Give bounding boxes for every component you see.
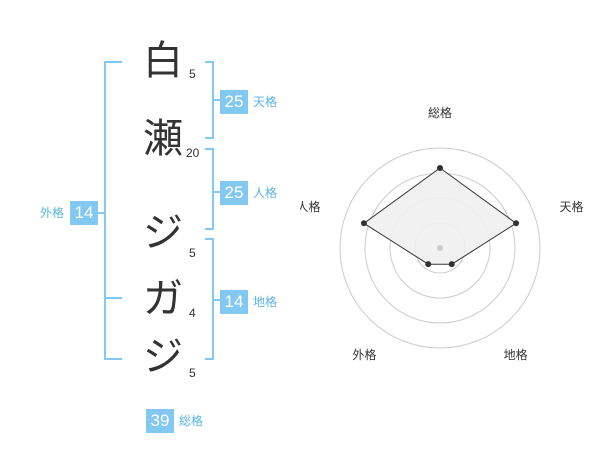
stroke-count-2: 20	[186, 146, 200, 160]
radar-point	[437, 165, 443, 171]
tenkaku-bracket-tick	[214, 99, 220, 101]
radar-axis-label-jinkaku: 人格	[300, 199, 321, 214]
radar-ring	[339, 147, 541, 349]
radar-polygon	[363, 167, 517, 265]
radar-axis-label-tenkaku: 天格	[560, 199, 584, 214]
stroke-count-3: 5	[189, 246, 196, 260]
name-panel: 白 瀬 ジ ガ ジ 5 20 5 4 5 25 天格 25 人格 14 地格 外…	[40, 38, 278, 433]
jinkaku-value-badge: 25	[220, 181, 248, 205]
stroke-count-4: 4	[189, 306, 196, 320]
chikaku-bracket	[205, 238, 214, 360]
stroke-count-1: 5	[189, 67, 196, 81]
radar-point	[360, 220, 367, 227]
jinkaku-bracket-tick	[214, 191, 220, 193]
radar-axis-label-soukaku: 総格	[428, 105, 452, 120]
radar-center-dot	[437, 245, 443, 251]
radar-point	[513, 220, 520, 227]
stroke-count-5: 5	[189, 366, 196, 380]
name-char-1: 白	[143, 38, 183, 84]
name-char-2: 瀬	[143, 116, 183, 162]
tenkaku-label: 天格	[253, 95, 278, 109]
name-char-5: ジ	[143, 334, 183, 380]
chikaku-label: 地格	[253, 295, 278, 309]
name-char-3: ジ	[143, 210, 183, 256]
soukaku-label: 総格	[179, 414, 204, 428]
soukaku-value-badge: 39	[146, 409, 174, 433]
radar-point	[425, 261, 432, 268]
radar-axis-label-gaikaku: 外格	[352, 347, 376, 362]
radar-point	[448, 261, 455, 268]
gaikaku-bracket-upper	[104, 61, 122, 299]
tenkaku-value-badge: 25	[220, 90, 248, 114]
jinkaku-label: 人格	[253, 186, 278, 200]
chikaku-value-badge: 14	[220, 290, 248, 314]
radar-axis-label-chikaku: 地格	[504, 347, 528, 362]
jinkaku-bracket	[205, 148, 214, 230]
gaikaku-bracket-tick	[98, 212, 105, 214]
radar-chart: 総格 天格 地格 外格 人格	[300, 105, 584, 362]
name-char-4: ガ	[143, 276, 183, 322]
gaikaku-value-badge: 14	[70, 201, 98, 225]
chikaku-bracket-tick	[214, 299, 220, 301]
gaikaku-bracket-lower	[104, 297, 122, 360]
gaikaku-label: 外格	[40, 206, 65, 220]
tenkaku-bracket	[205, 61, 214, 139]
